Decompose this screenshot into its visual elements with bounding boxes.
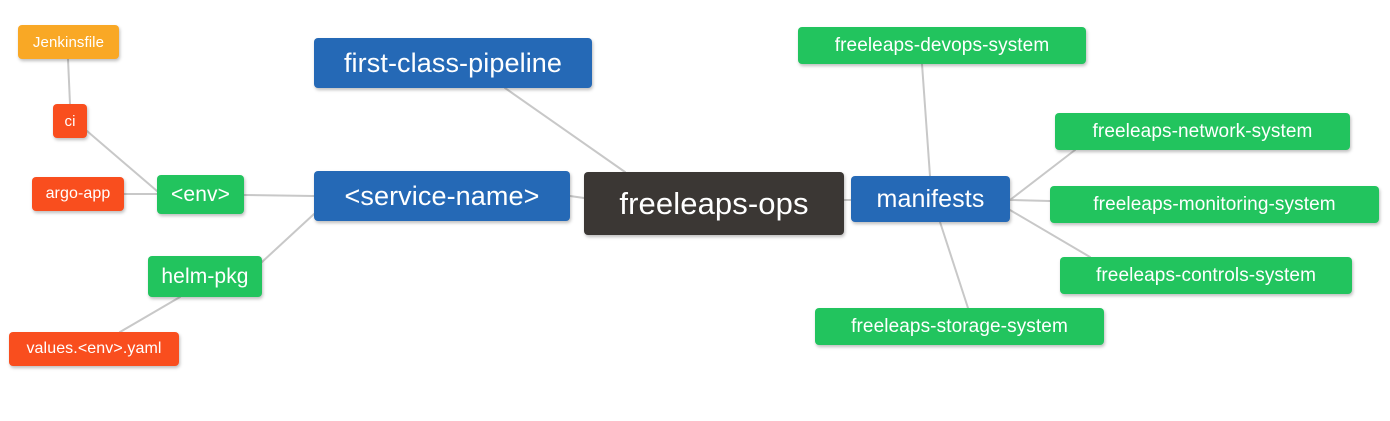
- node-label-freeleaps-controls-system: freeleaps-controls-system: [1095, 265, 1317, 286]
- node-label-argo-app: argo-app: [45, 185, 111, 202]
- node-label-freeleaps-devops-system: freeleaps-devops-system: [834, 35, 1050, 56]
- node-service-name[interactable]: <service-name>: [314, 171, 570, 221]
- edge-manifests-to-freeleaps-storage-system: [939, 221, 969, 309]
- node-label-env: <env>: [171, 183, 230, 206]
- node-helm-pkg[interactable]: helm-pkg: [148, 256, 262, 297]
- node-label-freeleaps-network-system: freeleaps-network-system: [1092, 121, 1313, 142]
- node-label-ci: ci: [64, 112, 76, 130]
- node-label-helm-pkg: helm-pkg: [161, 265, 249, 288]
- node-label-freeleaps-ops: freeleaps-ops: [619, 186, 809, 221]
- node-label-manifests: manifests: [876, 184, 985, 213]
- edge-jenkinsfile-to-ci: [67, 58, 71, 105]
- node-label-first-class-pipeline: first-class-pipeline: [343, 47, 563, 78]
- node-freeleaps-network-system[interactable]: freeleaps-network-system: [1055, 113, 1350, 150]
- node-freeleaps-devops-system[interactable]: freeleaps-devops-system: [798, 27, 1086, 64]
- node-ci[interactable]: ci: [53, 104, 87, 138]
- node-label-service-name: <service-name>: [344, 180, 540, 211]
- node-label-freeleaps-monitoring-system: freeleaps-monitoring-system: [1093, 194, 1336, 215]
- node-jenkinsfile[interactable]: Jenkinsfile: [18, 25, 119, 59]
- node-freeleaps-storage-system[interactable]: freeleaps-storage-system: [815, 308, 1104, 345]
- node-argo-app[interactable]: argo-app: [32, 177, 124, 211]
- node-env[interactable]: <env>: [157, 175, 244, 214]
- node-freeleaps-monitoring-system[interactable]: freeleaps-monitoring-system: [1050, 186, 1379, 223]
- edge-manifests-to-freeleaps-monitoring-system: [1009, 199, 1051, 202]
- edge-service-name-to-freeleaps-ops: [569, 195, 585, 199]
- node-label-values-yaml: values.<env>.yaml: [26, 340, 162, 357]
- edge-env-to-service-name: [243, 194, 315, 197]
- node-label-jenkinsfile: Jenkinsfile: [32, 33, 105, 51]
- node-label-freeleaps-storage-system: freeleaps-storage-system: [851, 316, 1068, 337]
- edge-first-class-pipeline-to-freeleaps-ops: [504, 87, 626, 173]
- node-freeleaps-controls-system[interactable]: freeleaps-controls-system: [1060, 257, 1352, 294]
- node-manifests[interactable]: manifests: [851, 176, 1010, 222]
- edge-service-name-to-helm-pkg: [261, 213, 315, 263]
- node-freeleaps-ops[interactable]: freeleaps-ops: [584, 172, 844, 235]
- edge-helm-pkg-to-values-yaml: [119, 296, 181, 333]
- node-first-class-pipeline[interactable]: first-class-pipeline: [314, 38, 592, 88]
- node-values-yaml[interactable]: values.<env>.yaml: [9, 332, 179, 366]
- edge-manifests-to-freeleaps-devops-system: [921, 63, 931, 177]
